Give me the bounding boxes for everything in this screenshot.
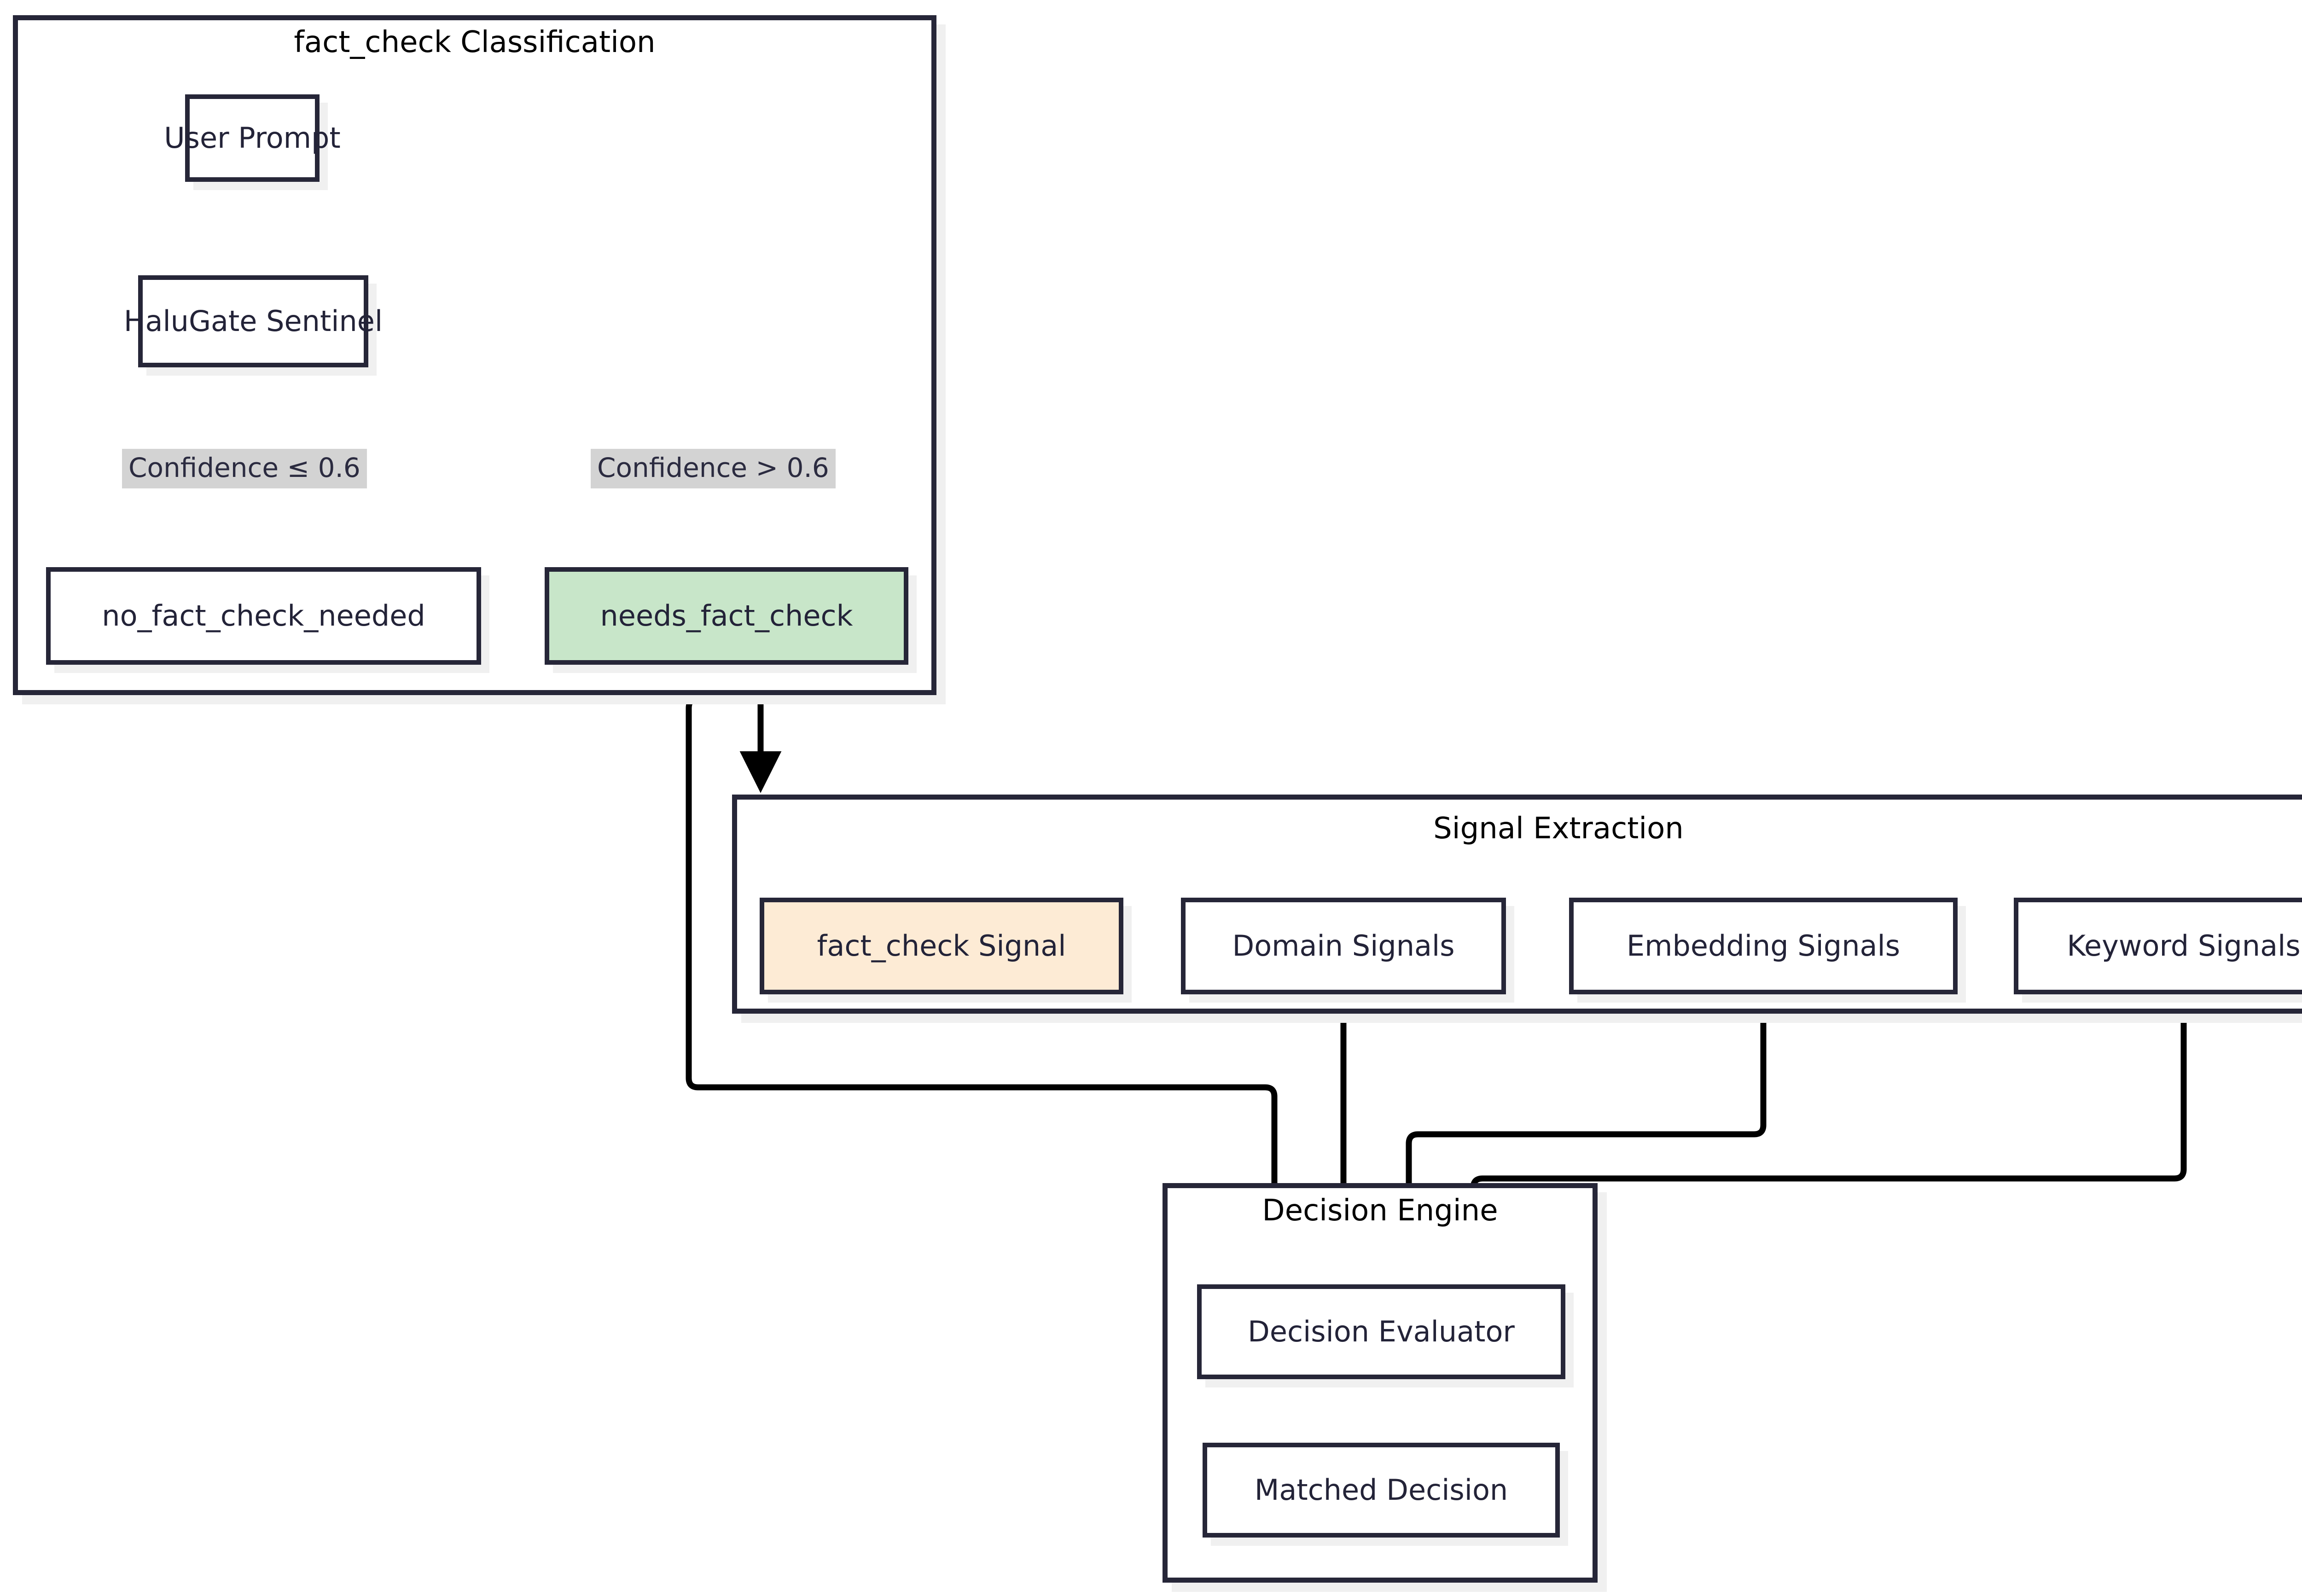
node-no-fact-check-needed-label: no_fact_check_needed: [102, 599, 425, 633]
node-fact-check-signal[interactable]: fact_check Signal: [760, 898, 1123, 994]
edge-label-confidence-low: Confidence ≤ 0.6: [122, 449, 367, 488]
edge-label-confidence-high: Confidence > 0.6: [591, 449, 836, 488]
node-needs-fact-check[interactable]: needs_fact_check: [545, 567, 908, 665]
node-decision-evaluator-label: Decision Evaluator: [1248, 1315, 1515, 1349]
edge-label-confidence-low-text: Confidence ≤ 0.6: [128, 452, 360, 483]
edge-embedding-signals-to-decision-evaluator: [1388, 994, 1767, 1292]
node-keyword-signals-label: Keyword Signals: [2067, 929, 2301, 963]
node-halugate-sentinel-label: HaluGate Sentinel: [123, 304, 383, 338]
cluster-title-decision-engine: Decision Engine: [1262, 1194, 1498, 1228]
node-embedding-signals[interactable]: Embedding Signals: [1569, 898, 1958, 994]
node-decision-evaluator[interactable]: Decision Evaluator: [1197, 1284, 1565, 1379]
node-domain-signals-label: Domain Signals: [1232, 929, 1455, 963]
node-domain-signals[interactable]: Domain Signals: [1181, 898, 1506, 994]
node-user-prompt-label: User Prompt: [164, 121, 341, 155]
node-halugate-sentinel[interactable]: HaluGate Sentinel: [124, 275, 383, 367]
edge-label-confidence-high-text: Confidence > 0.6: [597, 452, 829, 483]
node-user-prompt[interactable]: User Prompt: [164, 94, 341, 182]
node-keyword-signals[interactable]: Keyword Signals: [2014, 898, 2302, 994]
node-matched-decision-label: Matched Decision: [1254, 1473, 1508, 1507]
cluster-title-fact-check-classification: fact_check Classification: [294, 25, 656, 59]
node-no-fact-check-needed[interactable]: no_fact_check_needed: [46, 567, 481, 665]
edge-needs-fact-check-to-decision-evaluator: [686, 665, 1296, 1292]
node-embedding-signals-label: Embedding Signals: [1626, 929, 1901, 963]
cluster-title-signal-extraction: Signal Extraction: [1433, 812, 1684, 846]
node-needs-fact-check-label: needs_fact_check: [600, 599, 853, 633]
node-matched-decision[interactable]: Matched Decision: [1203, 1443, 1560, 1538]
node-fact-check-signal-label: fact_check Signal: [817, 929, 1066, 963]
